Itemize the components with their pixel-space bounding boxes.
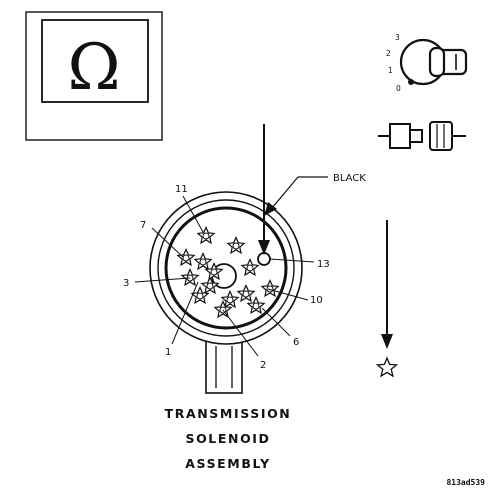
meter-probe-lead (258, 124, 270, 255)
figure-id: 813ad539 (446, 478, 485, 487)
meter-display-frame (41, 19, 149, 103)
connector-right-body (429, 121, 453, 151)
ignition-position-0: 0 (396, 84, 401, 93)
terminal-pin-hole (182, 254, 190, 262)
ground-star-icon (375, 356, 399, 378)
ignition-position-3: 3 (395, 33, 400, 42)
connector-middle-ring (157, 199, 295, 337)
terminal-pin-hole (246, 264, 254, 272)
terminal-label-13: 13 (317, 259, 330, 270)
terminal-pin-hole (210, 268, 218, 276)
terminal-label-1: 1 (165, 347, 171, 358)
ohmmeter-icon: Ω (25, 11, 163, 141)
connector-left-body (389, 123, 411, 149)
caption-line-2: SOLENOID (185, 431, 270, 446)
terminal-pin-hole (199, 258, 207, 266)
terminal-label-10: 10 (310, 295, 323, 306)
terminal-label-7: 7 (140, 220, 146, 231)
terminal-pin-hole (232, 242, 240, 250)
terminal-label-3: 3 (123, 278, 129, 289)
wire-color-label: BLACK (333, 173, 366, 184)
ignition-key-head (428, 46, 446, 78)
terminal-label-2: 2 (260, 360, 266, 371)
connector-inner-ring (164, 206, 288, 330)
meter-outer-frame (25, 11, 163, 141)
terminal-leader-lines (134, 195, 315, 357)
terminal-pin-hole (266, 285, 274, 293)
ignition-position-dot (408, 79, 414, 85)
connector-tab (205, 337, 243, 394)
terminal-pin-hole (252, 302, 260, 310)
meter-omega-symbol: Ω (67, 31, 120, 105)
terminal-label-11: 11 (175, 184, 188, 195)
connector-disconnected-icon (378, 121, 466, 151)
terminal-pins (176, 226, 280, 319)
terminal-pin-hole (196, 292, 204, 300)
caption-line-3: ASSEMBLY (185, 456, 271, 471)
black-wire-callout: BLACK (264, 173, 366, 216)
terminal-pin-hole (226, 296, 234, 304)
ground-probe-lead (375, 220, 399, 378)
ignition-position-2: 2 (386, 49, 391, 58)
terminal-label-6: 6 (293, 337, 299, 348)
ignition-key-off-icon: 3 2 1 0 (386, 33, 468, 93)
terminal-pin-hole (202, 232, 210, 240)
ignition-position-1: 1 (388, 66, 393, 75)
caption-line-1: TRANSMISSION (165, 406, 292, 421)
terminal-pin-hole (242, 290, 250, 298)
terminal-pin-hole (206, 282, 214, 290)
